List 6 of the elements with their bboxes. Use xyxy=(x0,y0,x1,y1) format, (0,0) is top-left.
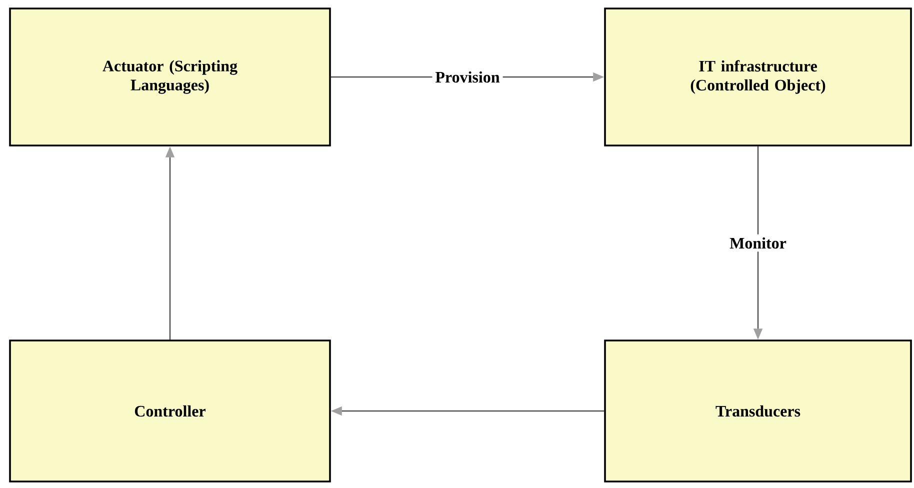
process-box: Transducers xyxy=(604,340,912,482)
process-box: IT infrastructure (Controlled Object) xyxy=(604,8,912,146)
process-box: Controller xyxy=(9,340,331,482)
edge-label: Monitor xyxy=(726,234,790,252)
process-box: Actuator (Scripting Languages) xyxy=(9,8,331,146)
edge-label: Provision xyxy=(432,68,503,86)
